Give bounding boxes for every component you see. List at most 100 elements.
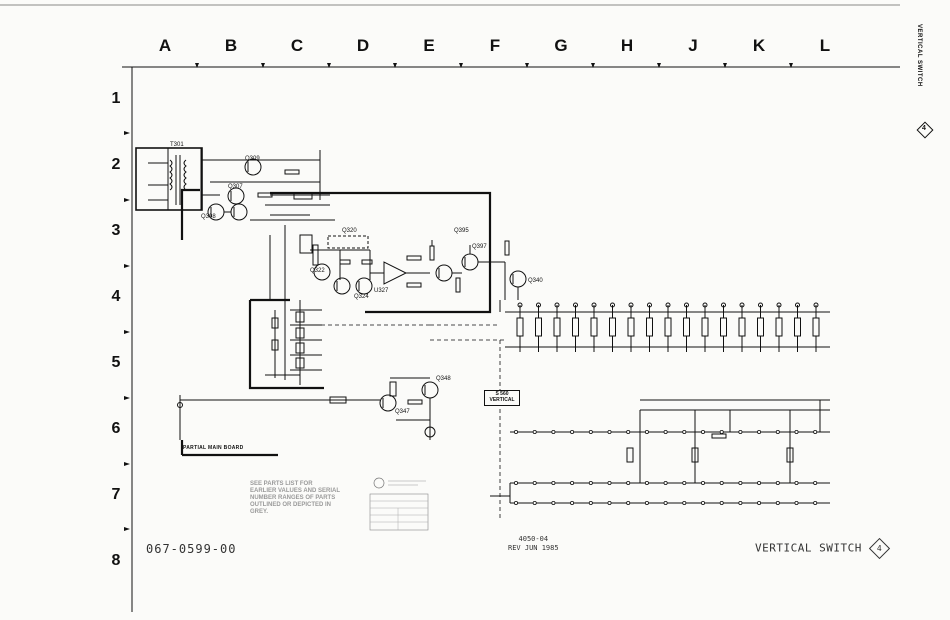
switch-contact bbox=[588, 500, 593, 505]
transformer-t301 bbox=[148, 147, 225, 211]
switch-contact bbox=[738, 429, 743, 434]
label-u327: U327 bbox=[374, 288, 389, 294]
switch-contact bbox=[794, 429, 799, 434]
switch-contact bbox=[794, 480, 799, 485]
diagram-title-text: VERTICAL SWITCH bbox=[755, 541, 862, 555]
ladder-branch bbox=[794, 302, 801, 352]
switch-contact bbox=[570, 429, 575, 434]
diagram-title: VERTICAL SWITCH 4 bbox=[755, 537, 891, 560]
switch-contact bbox=[701, 500, 706, 505]
switch-contact bbox=[551, 429, 556, 434]
ladder-branch bbox=[646, 302, 653, 352]
label-q308: Q308 bbox=[201, 214, 216, 220]
row-number-3: 3 bbox=[111, 222, 121, 239]
ladder-branch bbox=[757, 302, 764, 352]
switch-contact bbox=[644, 429, 649, 434]
ladder-branch bbox=[701, 302, 709, 352]
label-q397: Q397 bbox=[472, 244, 487, 250]
ladder-branch bbox=[720, 302, 727, 352]
row-number-2: 2 bbox=[111, 156, 121, 173]
vertical-amp bbox=[269, 214, 527, 380]
switch-contact bbox=[775, 500, 780, 505]
switch-contact bbox=[719, 500, 724, 505]
column-letter-j: J bbox=[688, 36, 698, 55]
switch-contact bbox=[738, 500, 743, 505]
switch-contact bbox=[701, 429, 706, 434]
ladder-branch bbox=[572, 302, 579, 352]
ladder-branch bbox=[683, 302, 690, 352]
bottom-contacts bbox=[514, 429, 818, 505]
side-title: VERTICAL SWITCH bbox=[916, 24, 922, 87]
switch-contact bbox=[532, 500, 537, 505]
reference-plate bbox=[368, 474, 432, 536]
label-q348: Q348 bbox=[436, 376, 451, 382]
switch-contact bbox=[738, 480, 743, 485]
revision-block: 4050-04 REV JUN 1985 bbox=[508, 535, 559, 553]
column-letter-f: F bbox=[489, 36, 501, 55]
label-q340: Q340 bbox=[528, 278, 543, 284]
ladder-branch bbox=[664, 302, 672, 352]
ladder-branch bbox=[738, 302, 746, 352]
switch-contact bbox=[775, 429, 780, 434]
label-q347: Q347 bbox=[395, 409, 410, 415]
row-ticks bbox=[124, 131, 130, 531]
switch-contact bbox=[626, 429, 631, 434]
switch-contact bbox=[607, 480, 612, 485]
row-number-5: 5 bbox=[111, 354, 121, 371]
label-q320: Q320 bbox=[342, 228, 357, 234]
switch-contact bbox=[644, 500, 649, 505]
column-letter-l: L bbox=[819, 36, 831, 55]
label-q322: Q322 bbox=[310, 268, 325, 274]
column-letter-g: G bbox=[554, 36, 568, 55]
label-q309: Q309 bbox=[245, 156, 260, 162]
row-number-6: 6 bbox=[111, 420, 121, 437]
switch-contact bbox=[757, 429, 762, 434]
revision-code: 4050-04 bbox=[518, 535, 549, 543]
switch-sublabel: VERTICAL bbox=[489, 397, 515, 403]
board-label: PARTIAL MAIN BOARD bbox=[183, 445, 244, 451]
row-number-4: 4 bbox=[111, 288, 121, 305]
switch-contact bbox=[588, 429, 593, 434]
row-number-1: 1 bbox=[111, 90, 121, 107]
switch-contact bbox=[663, 480, 668, 485]
switch-contact bbox=[813, 480, 818, 485]
lower-switch-bank bbox=[490, 399, 830, 504]
label-t301: T301 bbox=[170, 142, 184, 148]
switch-contact bbox=[757, 480, 762, 485]
label-q307: Q307 bbox=[228, 184, 243, 190]
column-letter-h: H bbox=[620, 36, 634, 55]
switch-contact bbox=[514, 500, 519, 505]
switch-label-box: S 560 VERTICAL bbox=[484, 390, 520, 406]
switch-contact bbox=[570, 480, 575, 485]
side-number-badge: 4 bbox=[916, 121, 934, 139]
board-outline bbox=[135, 147, 492, 457]
range-ladder bbox=[265, 300, 322, 385]
part-number: 067-0599-00 bbox=[146, 542, 237, 556]
ladder-branch bbox=[812, 302, 820, 352]
column-letter-d: D bbox=[356, 36, 370, 55]
column-letter-k: K bbox=[752, 36, 766, 55]
switch-contact bbox=[514, 480, 519, 485]
switch-contact bbox=[757, 500, 762, 505]
switch-contact bbox=[682, 480, 687, 485]
output-stage bbox=[177, 377, 439, 440]
diagram-number-badge: 4 bbox=[868, 537, 891, 560]
ladder-branch bbox=[535, 302, 542, 352]
column-letter-e: E bbox=[423, 36, 435, 55]
diagram-number: 4 bbox=[876, 544, 883, 553]
revision-date: REV JUN 1985 bbox=[508, 544, 559, 552]
driver-stage bbox=[205, 150, 335, 221]
column-letter-a: A bbox=[158, 36, 172, 55]
switch-link bbox=[300, 324, 505, 520]
switch-contact bbox=[794, 500, 799, 505]
switch-contact bbox=[514, 429, 519, 434]
switch-contact bbox=[532, 429, 537, 434]
switch-contact bbox=[551, 480, 556, 485]
switch-contact bbox=[701, 480, 706, 485]
ladder-branch bbox=[590, 302, 598, 352]
column-ticks bbox=[195, 63, 793, 68]
column-letter-c: C bbox=[290, 36, 304, 55]
switch-contact bbox=[682, 429, 687, 434]
reference-plate-graphic bbox=[369, 477, 429, 531]
